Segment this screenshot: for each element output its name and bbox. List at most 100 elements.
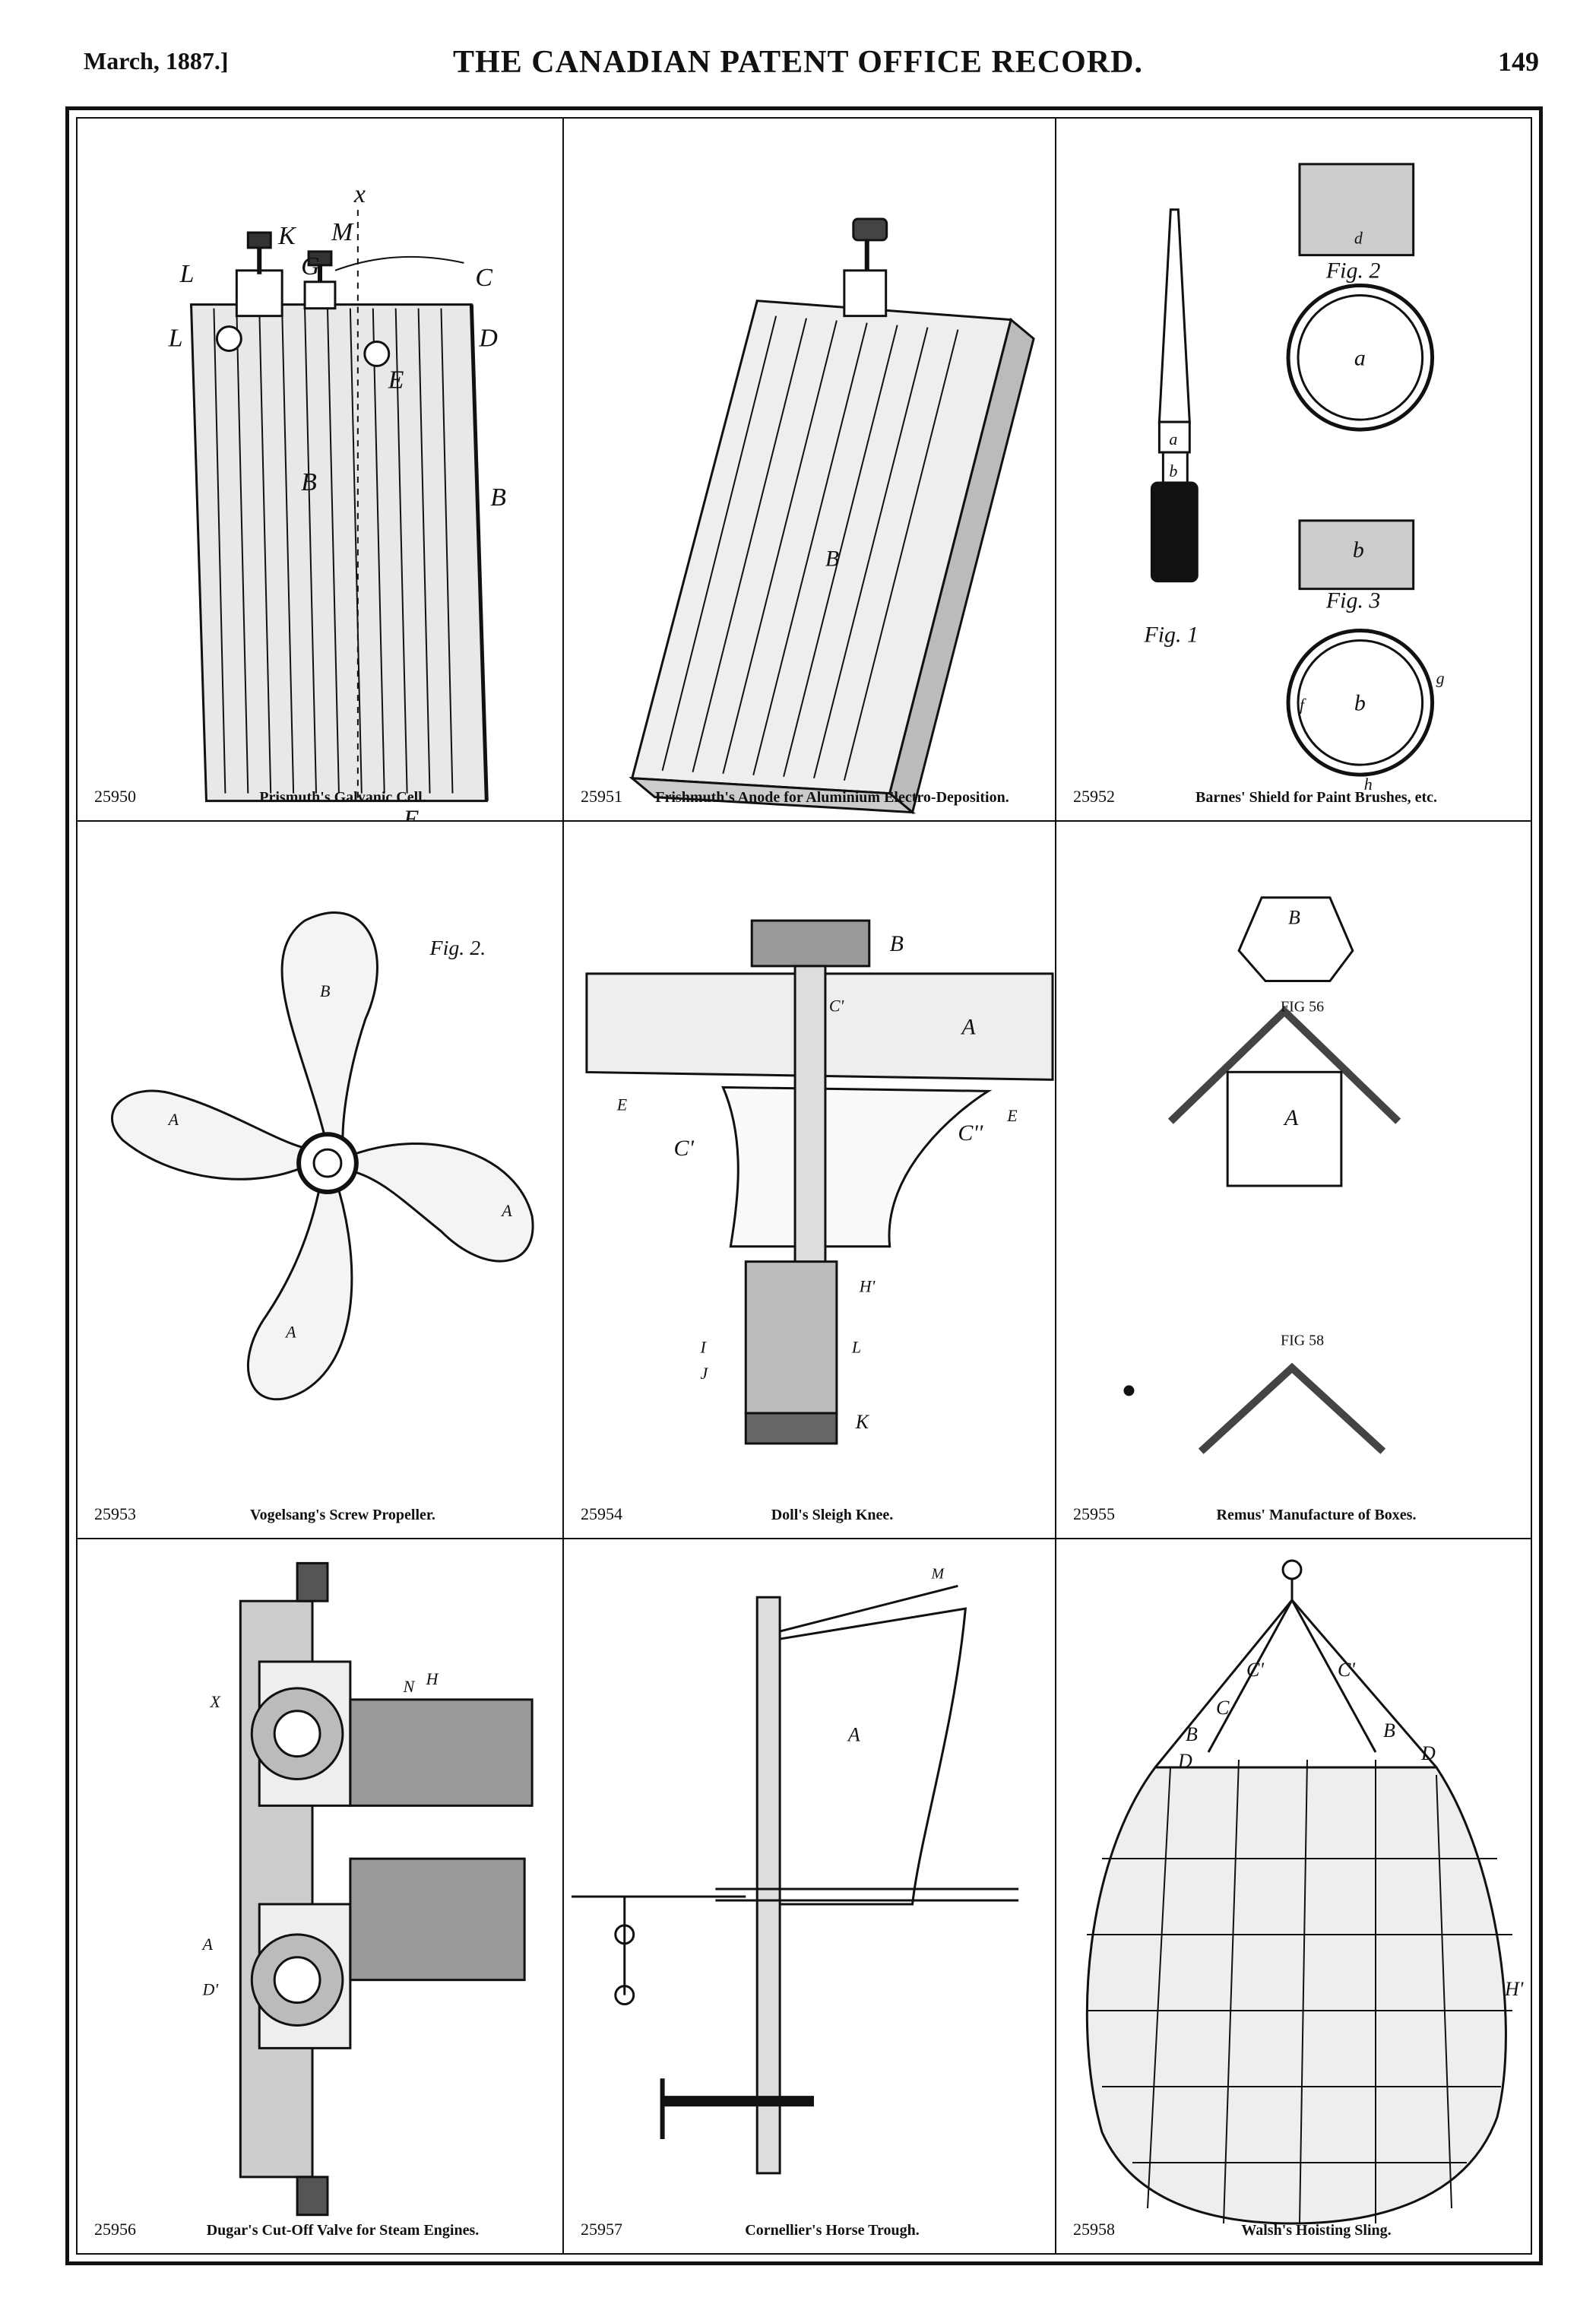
patent-caption: 25954 Doll's Sleigh Knee. [564,1504,1055,1524]
svg-text:x: x [353,180,366,208]
svg-text:A: A [201,1935,213,1954]
svg-text:J: J [700,1364,708,1383]
horse-trough-drawing: M A [571,1565,1019,2175]
svg-text:A: A [167,1110,179,1129]
patent-cell-25955: B FIG 56 A FIG 58 25955 Remus' Manufactu… [1056,822,1531,1539]
patent-caption: 25955 Remus' Manufacture of Boxes. [1056,1504,1531,1524]
page-number: 149 [1498,46,1539,77]
patent-title: Prismuth's Galvanic Cell. [259,789,426,806]
svg-text:d: d [1354,229,1363,248]
patent-title: Vogelsang's Screw Propeller. [250,1507,435,1523]
svg-text:E: E [388,366,404,394]
patent-cell-25950: KM LL GC DE BB Exx 25950 Prismuth's Galv… [78,119,564,822]
svg-text:Fig. 3: Fig. 3 [1325,588,1380,613]
svg-text:H': H' [859,1277,876,1296]
svg-text:C: C [1216,1697,1230,1719]
svg-text:b: b [1354,690,1366,715]
svg-text:D: D [1177,1750,1192,1772]
publication-title: THE CANADIAN PATENT OFFICE RECORD. [453,45,1143,80]
svg-text:I: I [699,1337,707,1356]
screw-propeller-drawing: Fig. 2. B A A A [111,911,534,1401]
patent-number: 25958 [1073,2219,1115,2239]
patent-title: Remus' Manufacture of Boxes. [1216,1507,1417,1523]
svg-text:B: B [490,483,506,512]
patent-caption: 25958 Walsh's Hoisting Sling. [1056,2219,1531,2239]
patent-number: 25955 [1073,1504,1115,1523]
svg-text:X: X [209,1692,221,1711]
svg-text:g: g [1436,668,1445,687]
svg-text:C': C' [829,997,844,1016]
svg-text:Fig. 2.: Fig. 2. [429,937,486,960]
svg-text:M: M [931,1565,945,1582]
patent-cell-25951: B 25951 Frishmuth's Anode for Aluminium … [564,119,1056,822]
svg-text:E: E [616,1095,628,1114]
sleigh-knee-drawing: BA C'C' C''E E H'I JL K [585,919,1054,1445]
svg-text:D: D [478,325,497,353]
svg-text:b: b [1169,461,1177,480]
patent-number: 25950 [94,786,136,806]
patent-caption: 25953 Vogelsang's Screw Propeller. [78,1504,562,1524]
svg-text:f: f [1300,695,1306,714]
svg-text:a: a [1354,345,1366,370]
svg-text:G: G [301,252,319,280]
patent-title: Frishmuth's Anode for Aluminium Electro-… [655,789,1009,806]
svg-text:FIG 58: FIG 58 [1281,1333,1324,1349]
svg-text:B: B [1288,907,1300,929]
patent-caption: 25957 Cornellier's Horse Trough. [564,2219,1055,2239]
svg-text:B: B [301,468,317,496]
page-header: March, 1887.] THE CANADIAN PATENT OFFICE… [0,45,1596,85]
svg-text:A: A [284,1322,296,1341]
svg-text:A: A [960,1015,976,1040]
patent-caption: 25952 Barnes' Shield for Paint Brushes, … [1056,786,1531,807]
patent-title: Walsh's Hoisting Sling. [1241,2222,1392,2239]
svg-text:E: E [1006,1106,1018,1125]
svg-text:H: H [426,1669,439,1688]
patent-number: 25953 [94,1504,136,1523]
svg-text:FIG 56: FIG 56 [1281,998,1324,1015]
svg-text:a: a [1169,429,1177,448]
svg-text:N: N [403,1677,416,1696]
patent-title: Dugar's Cut-Off Valve for Steam Engines. [206,2222,480,2239]
svg-text:b: b [1353,537,1364,563]
patent-cell-25957: M A 25957 Cornellier's Horse Trough. [564,1539,1056,2253]
svg-text:M: M [331,218,354,246]
patent-title: Doll's Sleigh Knee. [771,1507,894,1523]
patent-number: 25954 [581,1504,622,1523]
svg-text:B: B [320,981,330,1000]
patent-number: 25957 [581,2219,622,2239]
outer-border [65,106,1543,2265]
galvanic-cell-drawing: KM LL GC DE BB Exx [168,180,506,820]
patent-number: 25956 [94,2219,136,2239]
svg-text:C': C' [674,1136,695,1161]
svg-text:h: h [1364,775,1373,794]
svg-text:E: E [403,806,420,820]
svg-text:B: B [1186,1723,1198,1745]
patent-figure-grid: KM LL GC DE BB Exx 25950 Prismuth's Galv… [78,119,1531,2253]
svg-text:C'': C'' [958,1120,983,1146]
patent-title: Cornellier's Horse Trough. [745,2222,920,2239]
svg-text:D': D' [201,1980,218,1999]
svg-text:K: K [855,1411,870,1433]
svg-text:C': C' [1338,1659,1355,1681]
svg-text:Fig. 2: Fig. 2 [1325,258,1381,284]
svg-text:A: A [500,1201,512,1220]
svg-text:L: L [179,260,195,288]
hoisting-sling-drawing: C'C' CB DB DH' [1085,1559,1524,2225]
svg-text:A: A [1283,1105,1299,1130]
patent-caption: 25950 Prismuth's Galvanic Cell. [78,786,562,807]
box-manufacture-drawing: B FIG 56 A FIG 58 [1123,896,1401,1454]
patent-number: 25952 [1073,786,1115,806]
patent-number: 25951 [581,786,622,806]
svg-text:K: K [277,222,297,250]
svg-text:H': H' [1504,1978,1524,2000]
anode-drawing: B [629,217,1035,815]
svg-text:B: B [825,547,839,572]
issue-date: March, 1887.] [84,47,229,74]
svg-text:C: C [475,264,492,292]
